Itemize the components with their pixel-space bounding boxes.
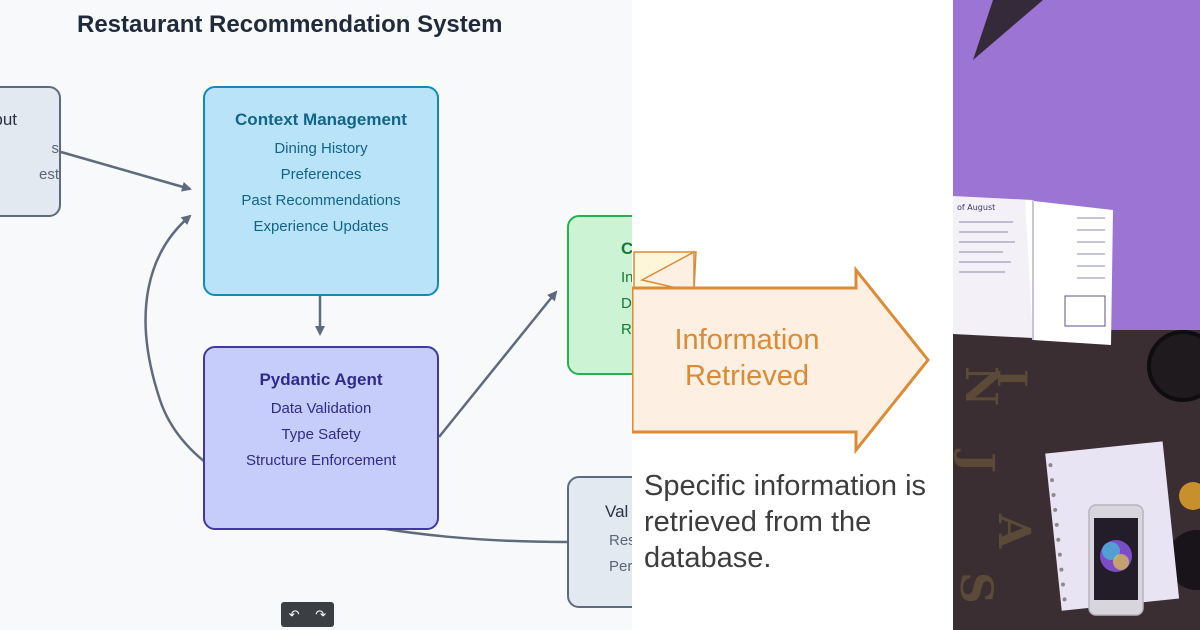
node-output-item: Re <box>621 321 632 338</box>
notebook: of August <box>953 196 1113 345</box>
wall-letter: S <box>953 572 1001 604</box>
diagram-arrows <box>60 150 568 544</box>
document-icon-fold <box>639 250 695 293</box>
wall-letter: I <box>988 369 1035 388</box>
node-context-item: Experience Updates <box>253 218 389 235</box>
wall-letter: A <box>988 513 1039 549</box>
arrow-input-to-context <box>60 150 192 192</box>
slide-art <box>632 250 930 455</box>
node-output: C Int De Re <box>567 215 632 375</box>
node-pydantic-item: Data Validation <box>270 400 372 417</box>
redo-icon[interactable]: ↷ <box>315 606 327 622</box>
diagram-nav-controls: ↶ ↷ <box>281 602 334 627</box>
node-validation-item: Res <box>609 532 632 549</box>
undo-icon[interactable]: ↶ <box>288 606 300 622</box>
node-context-item: Past Recommendations <box>241 192 401 209</box>
svg-text:of August: of August <box>957 203 995 212</box>
information-retrieved-label: Information Retrieved <box>674 324 820 392</box>
node-input-title: put <box>0 110 17 129</box>
flower <box>1179 482 1200 510</box>
node-validation-title: Val <box>605 502 629 521</box>
node-pydantic-title: Pydantic Agent <box>259 370 383 389</box>
node-output-item: De <box>621 295 632 312</box>
wall-letter: J <box>953 448 1003 473</box>
diagram-panel: Restaurant Recommendation System put s e… <box>0 11 632 627</box>
node-pydantic-item: Structure Enforcement <box>245 452 397 469</box>
node-context-management: Context Management Dining History Prefer… <box>203 86 439 296</box>
smartphone <box>1088 504 1144 616</box>
node-context-title: Context Management <box>235 110 407 129</box>
arrow-validation-to-context <box>144 214 568 544</box>
slide-caption: Specific information is retrieved from t… <box>644 470 927 574</box>
desk-photo-art: N I J A S of August <box>953 0 1200 630</box>
wall-letter: N <box>955 366 1006 406</box>
desk-photo: N I J A S of August <box>953 0 1200 630</box>
node-validation-item: Pers <box>609 558 632 575</box>
information-arrow <box>632 265 930 455</box>
arrow-pydantic-to-output <box>438 290 558 438</box>
node-pydantic-agent: Pydantic Agent Data Validation Type Safe… <box>203 346 439 530</box>
node-output-title: C <box>569 239 632 259</box>
node-context-item: Preferences <box>280 166 362 183</box>
node-input: put s est <box>0 86 61 217</box>
node-input-item: s <box>51 140 60 157</box>
node-context-item: Dining History <box>274 140 368 157</box>
slide-panel: Information Retrieved Specific informati… <box>632 0 953 630</box>
node-validation: Val Res Pers <box>567 476 632 608</box>
diagram-title: Restaurant Recommendation System <box>77 11 503 38</box>
roll-of-tape <box>1147 330 1200 402</box>
node-pydantic-item: Type Safety <box>281 426 361 443</box>
node-input-item: est <box>38 166 59 183</box>
node-output-item: Int <box>621 269 632 286</box>
